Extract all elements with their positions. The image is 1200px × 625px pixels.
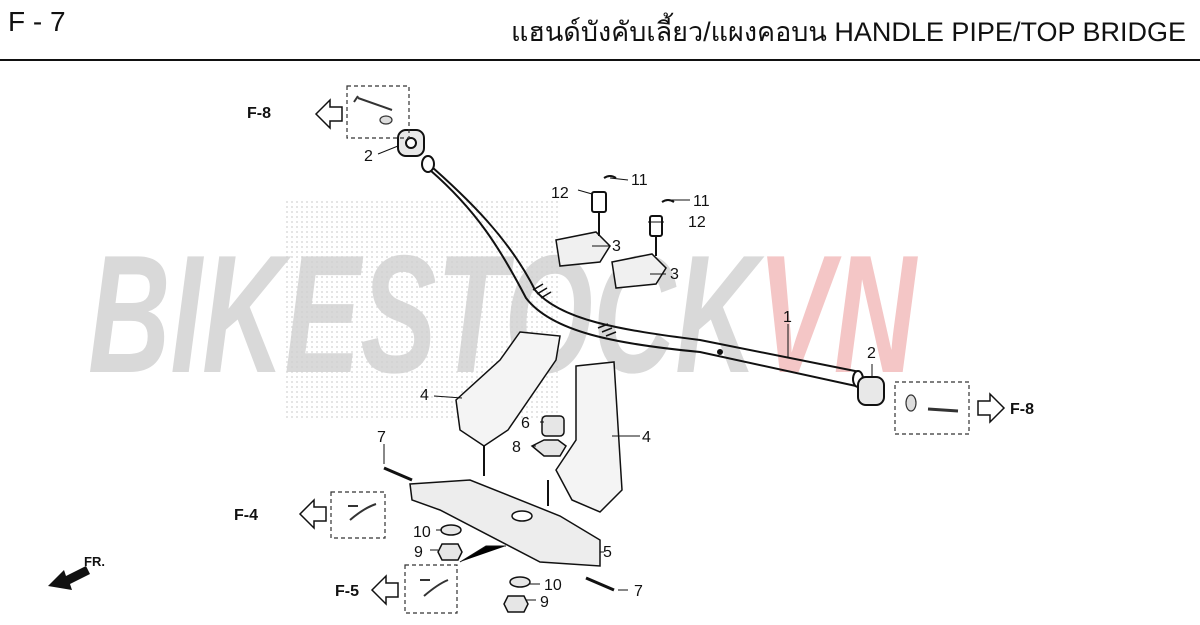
ref-f8-right: F-8 [1010, 401, 1034, 418]
front-direction-label: FR. [84, 554, 105, 569]
arrow-f8-top [314, 98, 343, 130]
callout-12-upper: 12 [551, 185, 569, 202]
callout-7-right: 7 [634, 583, 643, 600]
f5-set [404, 564, 458, 614]
callout-10-right: 10 [544, 577, 562, 594]
page-code: F - 7 [8, 6, 66, 37]
callout-5: 5 [603, 544, 612, 561]
callout-11-lower: 11 [693, 193, 710, 210]
section-references: F-8 F-8 F-4 F-5 [234, 105, 1034, 600]
callout-4-left: 4 [420, 387, 429, 404]
leader-lines [377, 145, 873, 601]
arrow-f8-right [977, 392, 1006, 424]
callout-2-top: 2 [364, 148, 373, 165]
callout-6: 6 [521, 415, 530, 432]
callout-9-left: 9 [414, 544, 423, 561]
front-direction-arrow: FR. [48, 554, 105, 590]
page-title: แฮนด์บังคับเลี้ยว/แผงคอบน HANDLE PIPE/TO… [510, 17, 1186, 47]
arrow-f5 [370, 574, 399, 606]
arrow-f4 [298, 498, 327, 530]
ref-f4: F-4 [234, 507, 258, 524]
callout-3-lower: 3 [670, 266, 679, 283]
watermark-dot-pattern [285, 200, 560, 420]
ref-f8-top: F-8 [247, 105, 271, 122]
ref-f5: F-5 [335, 583, 359, 600]
f8-right-set [894, 381, 970, 435]
callout-10-left: 10 [413, 524, 431, 541]
handle-holders [555, 231, 667, 289]
header-divider [0, 59, 1200, 61]
bar-end-weights [397, 129, 885, 406]
callout-7-left: 7 [377, 429, 386, 446]
callout-8: 8 [512, 439, 521, 456]
small-hardware [383, 415, 615, 613]
callout-1: 1 [783, 309, 792, 326]
f8-top-set [346, 85, 410, 139]
handle-pipe [421, 155, 864, 388]
bracket-risers [455, 331, 623, 513]
f4-set [330, 491, 386, 539]
callout-11-upper: 11 [631, 172, 648, 189]
callout-4-right: 4 [642, 429, 651, 446]
callout-2-right: 2 [867, 345, 876, 362]
callout-12-lower: 12 [688, 214, 706, 231]
callout-9-right: 9 [540, 594, 549, 611]
top-bridge [409, 479, 601, 567]
callout-numbers: 2 2 1 3 3 4 4 5 6 7 7 8 9 9 10 10 11 11 … [364, 148, 876, 611]
watermark: BIKESTOCKVN [88, 200, 918, 420]
callout-3-upper: 3 [612, 238, 621, 255]
